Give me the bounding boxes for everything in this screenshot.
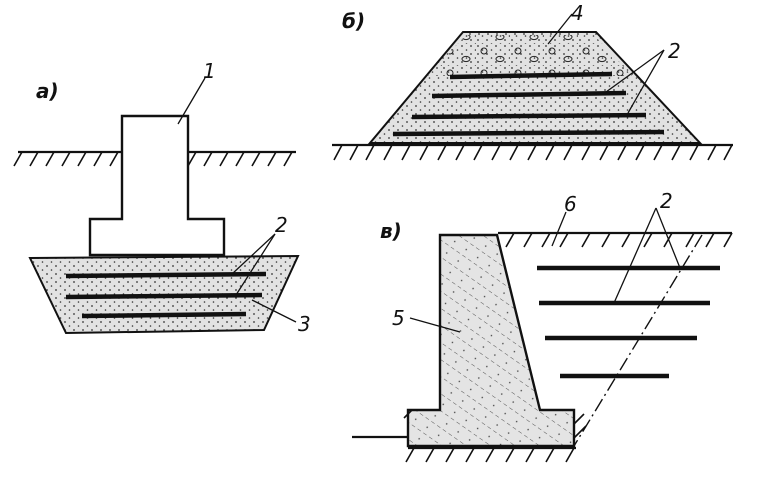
reinforcement-strips-c [537,265,720,379]
panel-b: б) 4 2 [332,1,733,161]
leader-5 [409,317,461,333]
leader-6 [551,211,567,247]
foundation [88,114,226,257]
ground-hatch-top-c [505,232,733,248]
callout-6: 6 [564,192,577,216]
callout-5: 5 [392,306,405,330]
leader-2b [235,233,276,296]
callout-2-b: 2 [668,39,681,63]
leader-2d [627,49,665,114]
leader-3 [251,299,297,323]
reinforcement-strips-b [392,71,665,137]
reinforcement-strips-a [65,271,267,319]
panel-label-a: а) [36,79,59,103]
panel-label-c: в) [380,219,402,243]
leader-4 [547,13,573,45]
callout-3: 3 [298,312,311,336]
sliding-wedge-line [573,234,703,447]
leader-2f [655,207,681,269]
panel-c: в) 6 2 5 [352,189,733,463]
gravel-crest [428,35,632,76]
callout-2-c: 2 [660,189,673,213]
panel-label-b: б) [342,9,365,33]
ground-hatch-a [13,151,293,167]
callout-1: 1 [203,59,216,83]
callout-4: 4 [571,1,584,25]
ground-hatch-bottom-c [405,447,575,463]
leader-2e [613,207,657,304]
wall-footing-hatch [403,409,587,439]
leader-2c [605,49,665,93]
callout-2-a: 2 [275,213,288,237]
ground-hatch-b [333,144,733,161]
leader-1 [177,77,206,125]
leader-2a [231,233,276,275]
panel-a: а) 1 2 3 [13,59,311,336]
